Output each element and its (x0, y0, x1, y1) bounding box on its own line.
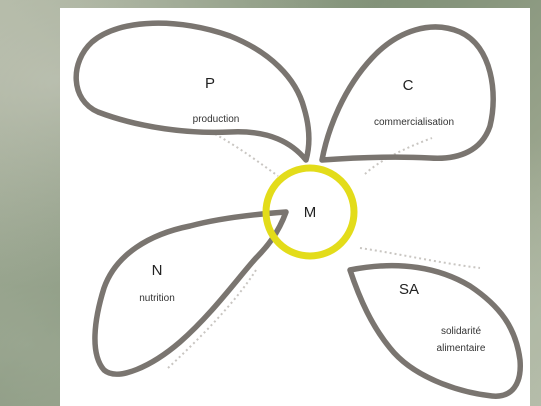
petal-production-letter: P (205, 75, 215, 92)
diagram-card: M P production C commercialisation N nut… (60, 8, 530, 406)
flower-diagram: M P production C commercialisation N nut… (60, 8, 530, 406)
petal-commercialisation-letter: C (403, 77, 414, 94)
petal-production-outline (76, 23, 309, 160)
petal-p-inner-edge (215, 134, 278, 176)
petal-solidarite-label-line1: solidarité (441, 326, 481, 337)
petal-nutrition-letter: N (152, 262, 163, 279)
petal-commercialisation-label: commercialisation (374, 117, 454, 128)
petal-nutrition-outline (95, 212, 286, 374)
petal-solidarite-label-line2: alimentaire (437, 343, 486, 354)
petal-solidarite-outline (350, 266, 520, 397)
petal-solidarite-letter: SA (399, 281, 419, 298)
center-letter: M (304, 204, 317, 221)
petal-nutrition-label: nutrition (139, 293, 175, 304)
petal-production-label: production (193, 114, 240, 125)
petal-n-inner-edge (168, 270, 256, 368)
